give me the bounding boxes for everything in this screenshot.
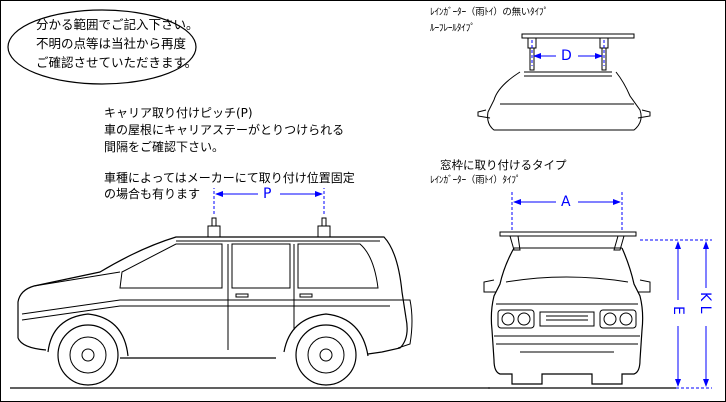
dimension-a-label: A	[561, 194, 571, 210]
front-view-gutter	[483, 231, 676, 389]
window-frame-subtitle: ﾚｲﾝｶﾞｰﾀｰ（雨ﾄｲ）ﾀｲﾌﾟ	[430, 175, 521, 186]
dimension-e	[640, 239, 712, 389]
front-view-roof-rail	[477, 33, 651, 131]
side-view-car	[10, 217, 490, 389]
dimension-a	[511, 192, 623, 230]
window-frame-title: 窓枠に取り付けるタイプ	[440, 158, 567, 172]
dimension-e-label: E	[670, 306, 686, 315]
carrier-pitch-line-2: 間隔をご確認下さい。	[104, 140, 225, 154]
no-gutter-title: ﾚｲﾝｶﾞｰﾀｰ（雨ﾄｲ）の無いﾀｲﾌﾟ	[430, 7, 549, 18]
dimension-d-label: D	[561, 48, 572, 64]
no-gutter-subtitle: ﾙｰﾌﾚｰﾙﾀｲﾌﾟ	[430, 23, 475, 34]
carrier-pitch-line-4: の場合も有ります	[104, 187, 201, 201]
dimension-p	[213, 188, 325, 214]
dimension-d	[531, 40, 605, 66]
notice-line-2: 不明の点等は当社から再度	[36, 36, 187, 51]
carrier-pitch-line-1: 車の屋根にキャリアステーがとりつけられる	[104, 123, 345, 137]
dimension-p-label: P	[263, 186, 272, 202]
notice-line-1: 分かる範囲でご記入下さい。	[36, 17, 199, 32]
carrier-pitch-line-3: 車種によってはメーカーにて取り付け位置固定	[104, 171, 355, 185]
notice-line-3: ご確認させていただきます。	[36, 55, 198, 70]
carrier-pitch-heading: キャリア取り付けピッチ(P)	[104, 106, 253, 120]
notice-ellipse	[7, 9, 197, 85]
dimension-kl-label: K L	[697, 292, 713, 314]
